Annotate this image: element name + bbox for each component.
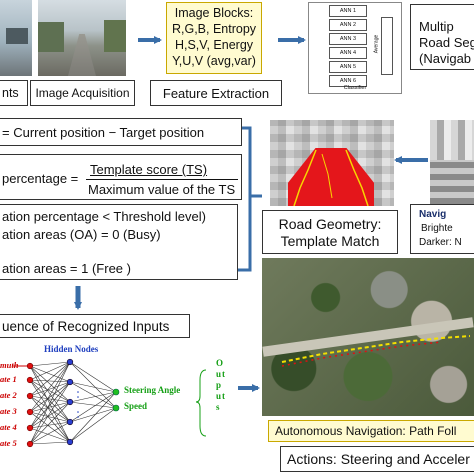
ann-4: ANN 4 [329,47,367,59]
output-steering: Steering Angle [124,385,181,395]
ts-denominator: Maximum value of the TS [88,182,236,197]
output-node-1 [112,404,120,412]
actions-box: Actions: Steering and Acceler [280,446,474,472]
navig-line-1: Navig [419,209,447,220]
template-yellow-lines [293,149,369,206]
input-4: ate 4 [0,422,17,432]
neural-network: Hidden Nodes muth ate 1 ate 2 ate 3 ate … [0,340,238,470]
ann-6: ANN 6 [329,75,367,87]
autonomous-nav-box: Autonomous Navigation: Path Foll [268,420,474,442]
image-blocks-title: Image Blocks: [174,6,254,20]
sequence-title: uence of Recognized Inputs [2,319,170,334]
hidden-node-0 [66,358,74,366]
output-brace [195,369,207,437]
ann-2: ANN 2 [329,19,367,31]
outputs-vertical-label: Outputs [216,358,227,412]
ann-classifier: ANN 1 ANN 2 ANN 3 ANN 4 ANN 5 ANN 6 Aver… [308,2,402,94]
input-node-0 [26,362,34,370]
condition-1: ation percentage < Threshold level) [2,209,206,224]
satellite-map [262,258,474,416]
fraction-bar [86,179,238,180]
image-acquisition-box: Image Acquisition [30,80,135,106]
input-2: ate 2 [0,390,17,400]
average-block [381,17,393,75]
autonomous-nav-label: Autonomous Navigation: Path Foll [275,424,457,438]
arrow-template-to-formula [242,126,262,198]
average-label: Average [373,34,380,54]
label-box-left: nts [0,80,28,106]
input-node-2 [26,392,34,400]
ann-5: ANN 5 [329,61,367,73]
sequence-box: uence of Recognized Inputs [0,314,190,338]
input-1: ate 1 [0,374,17,384]
feature-extraction-box: Feature Extraction [150,80,282,106]
multi-line-1: Multip [419,19,454,34]
navig-line-2: Brighte [421,223,453,234]
ts-numerator: Template score (TS) [90,162,208,177]
road-geometry-line-2: Template Match [280,233,380,249]
hidden-node-4 [66,438,74,446]
condition-2: ation areas (OA) = 0 (Busy) [2,227,161,242]
input-0: muth [0,360,19,370]
position-formula: = Current position − Target position [2,125,205,140]
navig-line-3: Darker: N [419,237,462,248]
network-edges [12,358,207,448]
input-node-5 [26,440,34,448]
hidden-node-3 [66,418,74,426]
multi-line-3: (Navigab [419,51,472,66]
ann-1: ANN 1 [329,5,367,17]
road-segmentation-box: Multip Road Seg (Navigab [410,4,474,70]
percentage-prefix: percentage = [2,171,79,186]
camera-photo [0,0,32,76]
image-blocks-line-2: H,S,V, Energy [174,38,254,52]
output-speed: Speed [124,401,148,411]
condition-3: ation areas = 1 (Free ) [2,261,131,276]
condition-box: ation percentage < Threshold level) atio… [0,204,238,280]
map-path [281,335,471,367]
input-5: ate 5 [0,438,17,448]
image-blocks-line-1: R,G,B, Entropy [171,22,257,36]
position-formula-box: = Current position − Target position [0,118,242,146]
input-node-4 [26,424,34,432]
output-node-0 [112,388,120,396]
input-3: ate 3 [0,406,17,416]
feature-extraction-label: Feature Extraction [162,86,270,101]
hidden-nodes-label: Hidden Nodes [44,344,99,354]
input-node-3 [26,408,34,416]
navig-box: Navig Brighte Darker: N [410,204,474,254]
ann-3: ANN 3 [329,33,367,45]
label-left: nts [2,86,19,100]
road-photo [38,0,126,76]
image-blocks-line-3: Y,U,V (avg,var) [172,54,256,68]
input-node-1 [26,376,34,384]
hidden-node-1 [66,378,74,386]
road-geometry-box: Road Geometry: Template Match [262,210,398,254]
classifier-label: Classifier [343,85,367,91]
image-acquisition-label: Image Acquisition [35,86,130,100]
hidden-node-2 [66,398,74,406]
road-geometry-line-1: Road Geometry: [278,216,382,232]
actions-label: Actions: Steering and Acceler [287,451,470,467]
image-blocks-box: Image Blocks: R,G,B, Entropy H,S,V, Ener… [166,2,262,74]
segmentation-image [430,120,474,204]
multi-line-2: Road Seg [419,35,474,50]
arrow-template-to-condition [238,196,252,272]
template-match-image [270,120,394,206]
percentage-formula-box: percentage = Template score (TS) Maximum… [0,154,242,200]
